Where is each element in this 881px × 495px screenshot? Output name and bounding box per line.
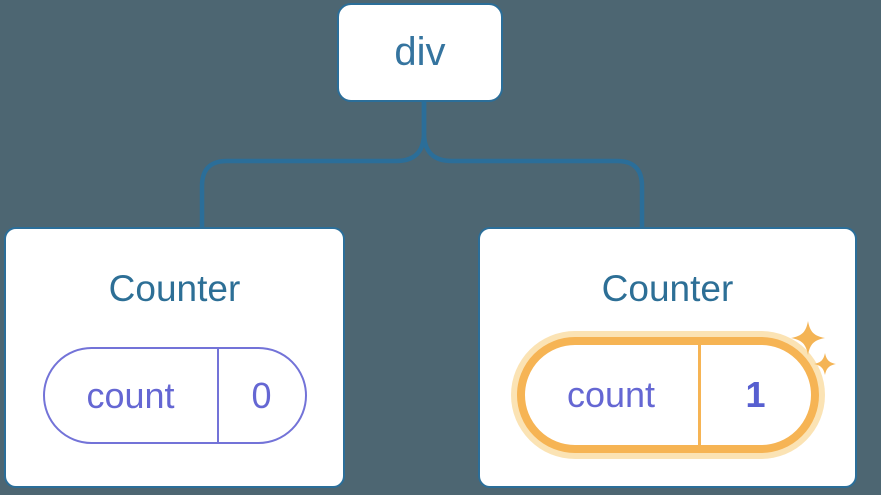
state-value: 1: [745, 374, 766, 415]
pill-divider: [216, 349, 219, 442]
state-value: 0: [251, 374, 272, 416]
counter-card-left: Counter count 0: [4, 227, 345, 488]
pill-divider: [697, 345, 701, 445]
state-pill: count 0: [42, 347, 307, 444]
connector-left-branch: [199, 102, 427, 228]
root-node-div: div: [337, 3, 503, 102]
root-node-label: div: [394, 30, 446, 74]
state-key: count: [566, 374, 656, 415]
sparkle-star-small: [813, 353, 836, 375]
highlighted-state-pill-wrap: count 1: [516, 321, 836, 453]
component-title: Counter: [108, 268, 241, 309]
connector-right-branch: [421, 102, 645, 228]
component-title: Counter: [601, 268, 734, 309]
state-pill-highlighted: count 1: [516, 337, 819, 453]
counter-card-right: Counter count 1: [478, 227, 857, 488]
state-key: count: [86, 374, 175, 416]
